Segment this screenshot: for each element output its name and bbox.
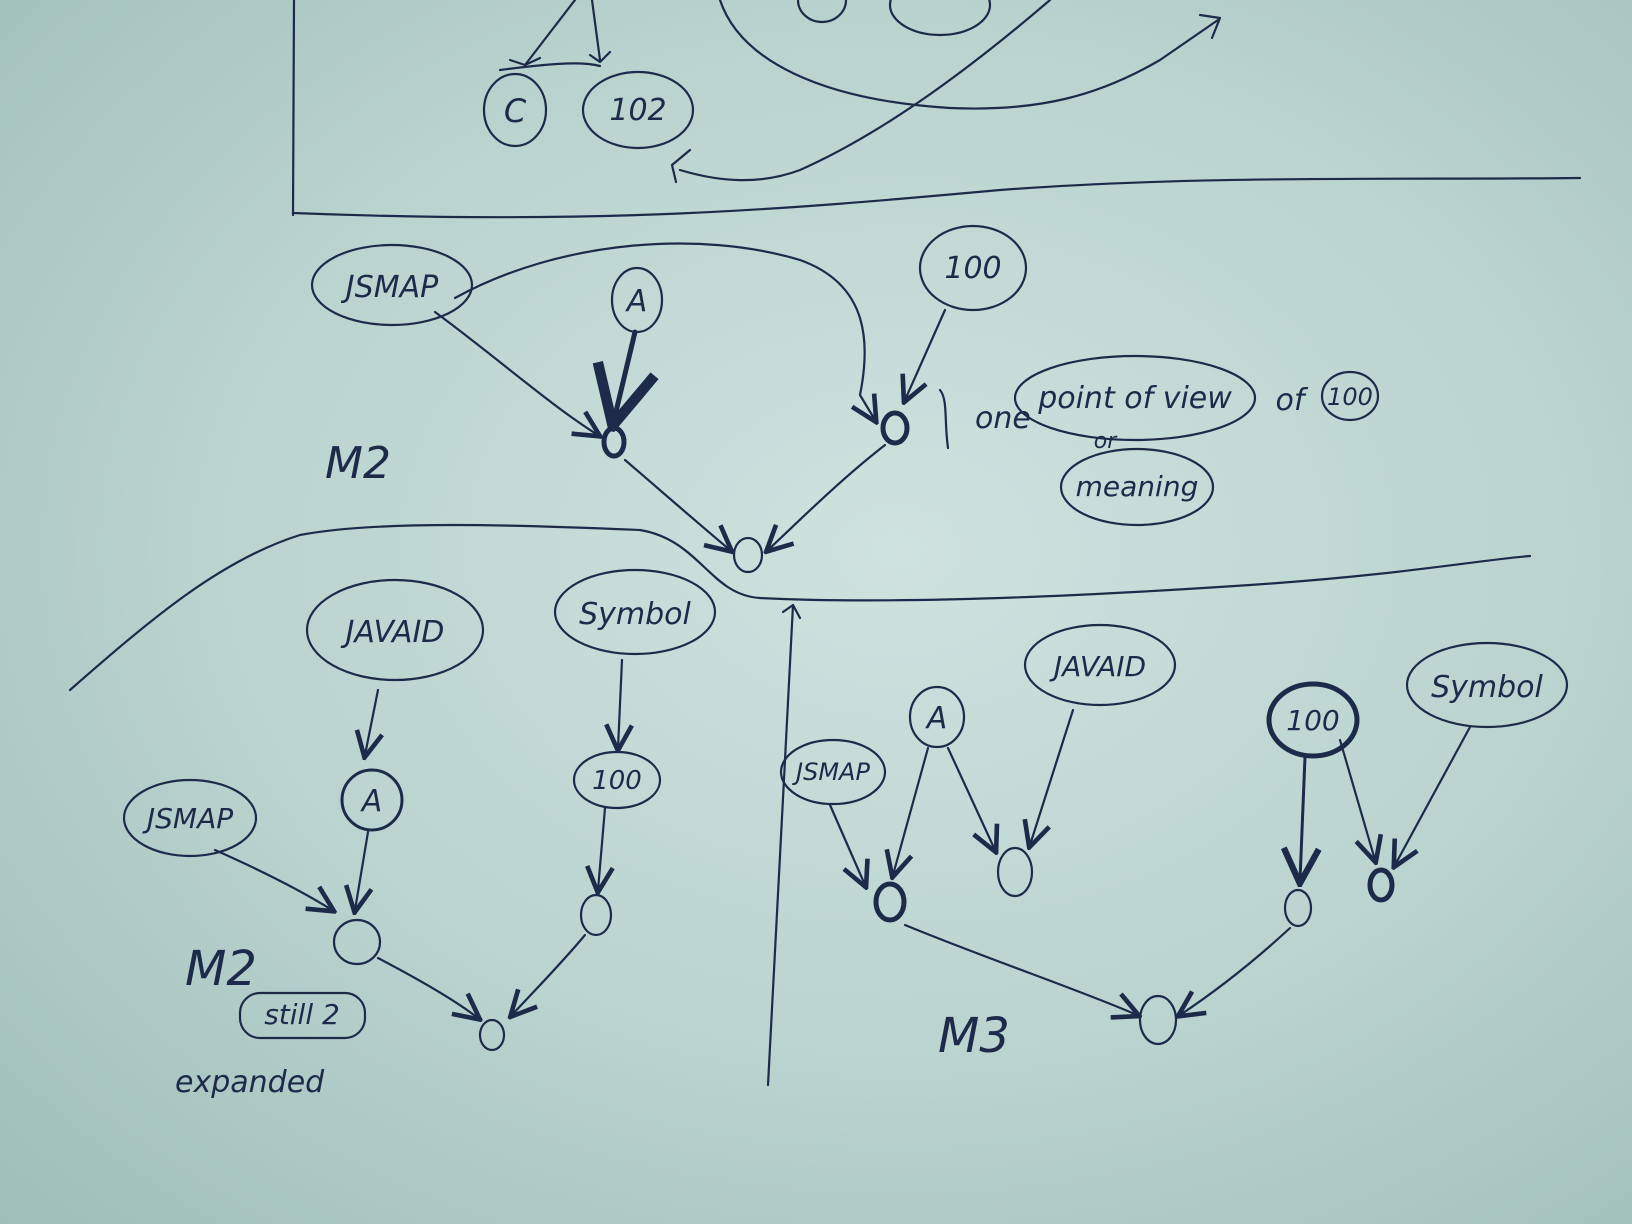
node-a-label: A	[925, 701, 948, 736]
annotation-of: of	[1276, 383, 1309, 418]
node-javaid-label: JAVAID	[341, 615, 445, 650]
annotation-meaning: meaning	[1076, 470, 1199, 503]
node-jsmap-label: JSMAP	[792, 758, 870, 786]
node-jsmap	[122, 778, 258, 858]
node-jsmap	[779, 738, 887, 806]
node-a	[908, 685, 966, 749]
node-jsmap-label: JSMAP	[142, 802, 233, 835]
node-symbol	[1405, 641, 1569, 729]
node-jsmap-label: JSMAP	[341, 270, 439, 305]
node-top-small	[796, 0, 848, 24]
node-a-label: A	[360, 784, 383, 819]
middle-divider	[68, 523, 1532, 692]
node-100-label: 100	[1286, 704, 1339, 737]
m2-top-section: M2 JSMAP A 100 one point of view of 100 …	[310, 224, 1380, 574]
vertical-divider	[766, 603, 802, 1087]
note-still2-box	[238, 991, 367, 1040]
node-javaid-label: JAVAID	[1049, 650, 1146, 683]
annotation-meaning-ellipse	[1059, 447, 1215, 527]
annotation-100-ellipse	[1320, 370, 1380, 422]
node-a-label: A	[625, 284, 648, 319]
node-merge	[732, 536, 764, 574]
node-102	[581, 70, 695, 150]
node-100	[1266, 681, 1360, 759]
node-102-label: 102	[609, 93, 666, 128]
node-a-instance	[332, 918, 382, 966]
annotation-phrase: point of view	[1037, 381, 1232, 416]
node-symbol-label: Symbol	[579, 597, 691, 632]
m2-top-label: M2	[325, 438, 391, 489]
annotation-prefix: one	[975, 401, 1031, 436]
node-100	[918, 224, 1028, 312]
annotation-phrase-ellipse	[1013, 354, 1257, 442]
node-100-label: 100	[592, 766, 642, 796]
note-expanded: expanded	[175, 1065, 325, 1100]
node-a-instance	[601, 425, 627, 459]
annotation-100: 100	[1327, 383, 1373, 411]
node-merge	[478, 1018, 506, 1052]
node-symbol-instance	[1367, 867, 1395, 903]
node-100-instance	[1283, 888, 1313, 928]
node-a-instance	[873, 881, 907, 923]
node-top-100	[888, 0, 992, 37]
node-a	[340, 768, 404, 832]
node-symbol-label: Symbol	[1431, 670, 1543, 705]
node-100-instance	[579, 893, 613, 937]
m3-section: M3 JSMAP A JAVAID 100 Symbol	[779, 623, 1569, 1064]
node-merge	[1138, 994, 1178, 1046]
node-100-label: 100	[944, 251, 1001, 286]
m3-label: M3	[938, 1008, 1010, 1064]
top-section: C 102	[482, 0, 1222, 184]
node-symbol	[553, 568, 717, 656]
node-jsmap	[310, 243, 474, 327]
m2-bottom-label: M2	[185, 941, 257, 997]
node-c	[482, 72, 548, 148]
m2-bottom-section: M2 still 2 expanded JAVAID Symbol A 100 …	[122, 568, 717, 1100]
node-javaid	[1023, 623, 1177, 707]
node-c-label: C	[504, 92, 527, 130]
note-still2: still 2	[264, 998, 340, 1031]
top-box-border	[291, 0, 1582, 219]
node-100-instance	[880, 410, 910, 446]
node-javaid	[305, 578, 485, 682]
node-javaid-instance	[996, 846, 1034, 898]
